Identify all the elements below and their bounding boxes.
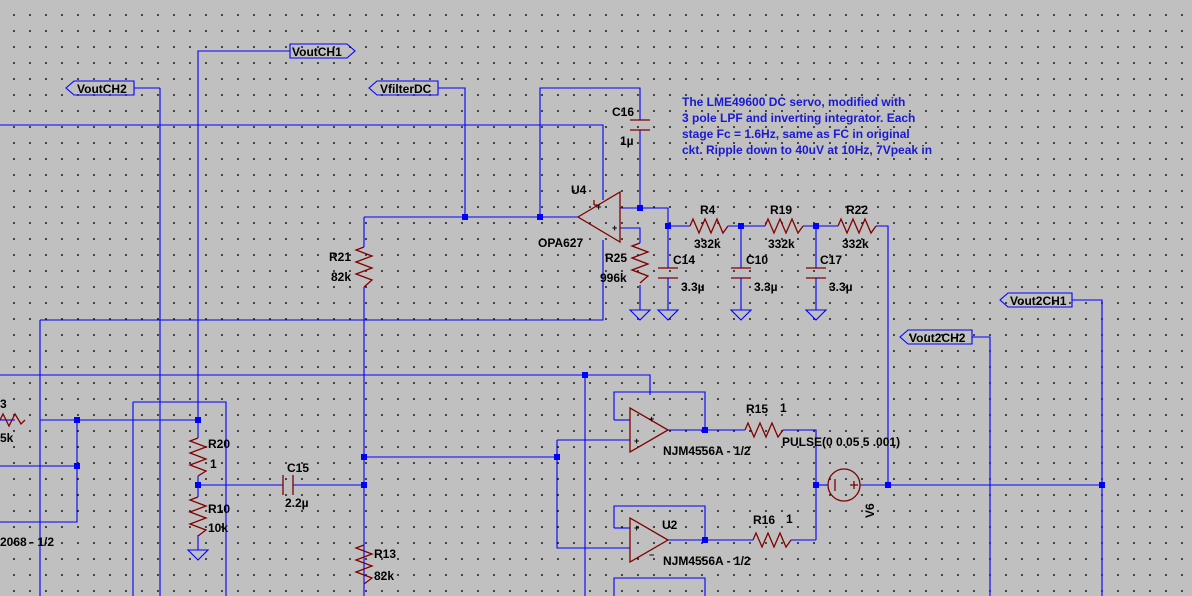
svg-text:VfilterDC: VfilterDC bbox=[380, 82, 432, 96]
opamp-u4[interactable]: + + U4 OPA627 bbox=[538, 183, 621, 250]
svg-text:U2: U2 bbox=[662, 518, 678, 532]
svg-text:82k: 82k bbox=[374, 569, 394, 583]
svg-text:VoutCH2: VoutCH2 bbox=[77, 82, 127, 96]
resistor-r4[interactable]: R4 332k bbox=[689, 203, 729, 251]
svg-text:1: 1 bbox=[210, 457, 217, 471]
svg-text:Vout2CH1: Vout2CH1 bbox=[1010, 294, 1067, 308]
partial-resistor-left[interactable]: 3 5k 2068 - 1/2 bbox=[0, 397, 54, 549]
voltage-source-v6[interactable]: PULSE(0 0.05 5 .001) V6 bbox=[782, 435, 900, 518]
ground-symbols bbox=[186, 309, 828, 561]
svg-text:U4: U4 bbox=[571, 183, 587, 197]
capacitor-c16[interactable]: C16 1µ bbox=[612, 105, 650, 148]
svg-text:VoutCH1: VoutCH1 bbox=[292, 45, 342, 59]
svg-text:3.3µ: 3.3µ bbox=[681, 280, 705, 294]
svg-text:+: + bbox=[596, 202, 601, 212]
svg-text:10k: 10k bbox=[208, 521, 228, 535]
schematic-comment: The LME49600 DC servo, modified with 3 p… bbox=[682, 95, 932, 157]
svg-text:R10: R10 bbox=[208, 502, 230, 516]
svg-text:R19: R19 bbox=[770, 203, 792, 217]
svg-text:3.3µ: 3.3µ bbox=[829, 280, 853, 294]
svg-text:+: + bbox=[634, 436, 639, 446]
svg-text:+: + bbox=[612, 223, 617, 233]
svg-text:C15: C15 bbox=[287, 461, 309, 475]
svg-text:+: + bbox=[649, 414, 654, 424]
svg-text:+: + bbox=[634, 523, 639, 533]
svg-text:332k: 332k bbox=[694, 237, 721, 251]
svg-text:R4: R4 bbox=[700, 203, 716, 217]
resistor-r25[interactable]: R25 996k bbox=[600, 242, 650, 285]
svg-text:C14: C14 bbox=[673, 253, 695, 267]
svg-text:V6: V6 bbox=[863, 503, 877, 518]
svg-text:R13: R13 bbox=[374, 547, 396, 561]
resistor-r16[interactable]: R16 1 bbox=[752, 512, 793, 549]
svg-text:1: 1 bbox=[786, 512, 793, 526]
svg-text:C17: C17 bbox=[820, 253, 842, 267]
svg-text:2068 - 1/2: 2068 - 1/2 bbox=[0, 535, 54, 549]
resistor-r21[interactable]: R21 82k bbox=[329, 246, 374, 288]
svg-text:2.2µ: 2.2µ bbox=[285, 496, 309, 510]
resistor-r13[interactable]: R13 82k bbox=[354, 544, 396, 585]
svg-text:OPA627: OPA627 bbox=[538, 236, 583, 250]
svg-text:C10: C10 bbox=[746, 253, 768, 267]
svg-text:R22: R22 bbox=[846, 203, 868, 217]
svg-text:The LME49600 DC servo, modifie: The LME49600 DC servo, modified with bbox=[682, 95, 905, 109]
junctions bbox=[74, 205, 1105, 543]
resistor-r10[interactable]: R10 10k bbox=[188, 496, 230, 537]
svg-text:1µ: 1µ bbox=[620, 134, 634, 148]
svg-text:R16: R16 bbox=[753, 513, 775, 527]
svg-text:NJM4556A - 1/2: NJM4556A - 1/2 bbox=[663, 554, 751, 568]
opamp-njm4556a-top[interactable]: + + NJM4556A - 1/2 bbox=[629, 406, 751, 458]
net-label-voutch2[interactable]: VoutCH2 bbox=[65, 80, 160, 96]
svg-text:3.3µ: 3.3µ bbox=[754, 280, 778, 294]
svg-text:R15: R15 bbox=[746, 402, 768, 416]
resistor-r15[interactable]: R15 1 bbox=[744, 401, 787, 439]
svg-text:stage Fc = 1.6Hz, same as FC i: stage Fc = 1.6Hz, same as FC in original bbox=[682, 127, 910, 141]
svg-text:3 pole LPF and inverting integ: 3 pole LPF and inverting integrator. Eac… bbox=[682, 111, 915, 125]
svg-text:1: 1 bbox=[780, 401, 787, 415]
svg-text:C16: C16 bbox=[612, 105, 634, 119]
svg-text:R25: R25 bbox=[605, 251, 627, 265]
svg-text:Vout2CH2: Vout2CH2 bbox=[909, 331, 966, 345]
svg-text:3: 3 bbox=[0, 397, 7, 411]
svg-text:R20: R20 bbox=[208, 437, 230, 451]
svg-text:82k: 82k bbox=[331, 270, 351, 284]
svg-text:−: − bbox=[649, 550, 654, 560]
net-label-vout2ch2[interactable]: Vout2CH2 bbox=[899, 329, 973, 345]
svg-text:ckt. Ripple down to 40uV at 10: ckt. Ripple down to 40uV at 10Hz, 7Vpeak… bbox=[682, 143, 932, 157]
capacitor-c14[interactable]: C14 3.3µ bbox=[658, 253, 705, 294]
svg-text:332k: 332k bbox=[842, 237, 869, 251]
capacitor-c17[interactable]: C17 3.3µ bbox=[806, 253, 853, 294]
svg-text:PULSE(0 0.05 5 .001): PULSE(0 0.05 5 .001) bbox=[782, 435, 900, 449]
net-label-vout2ch1[interactable]: Vout2CH1 bbox=[999, 292, 1073, 308]
svg-text:996k: 996k bbox=[600, 271, 627, 285]
svg-text:332k: 332k bbox=[768, 237, 795, 251]
resistor-r20[interactable]: R20 1 bbox=[188, 437, 230, 477]
net-label-voutch1[interactable]: VoutCH1 bbox=[289, 43, 356, 59]
capacitor-c10[interactable]: C10 3.3µ bbox=[731, 253, 778, 294]
svg-text:5k: 5k bbox=[0, 431, 14, 445]
svg-text:NJM4556A - 1/2: NJM4556A - 1/2 bbox=[663, 444, 751, 458]
capacitor-c15[interactable]: C15 2.2µ bbox=[282, 461, 309, 510]
svg-text:R21: R21 bbox=[329, 250, 351, 264]
opamp-u2[interactable]: + − U2 NJM4556A - 1/2 bbox=[629, 516, 751, 568]
wires bbox=[0, 50, 1103, 596]
resistor-r19[interactable]: R19 332k bbox=[764, 203, 804, 251]
resistor-r22[interactable]: R22 332k bbox=[837, 203, 877, 251]
net-label-vfilterdc[interactable]: VfilterDC bbox=[368, 80, 439, 96]
